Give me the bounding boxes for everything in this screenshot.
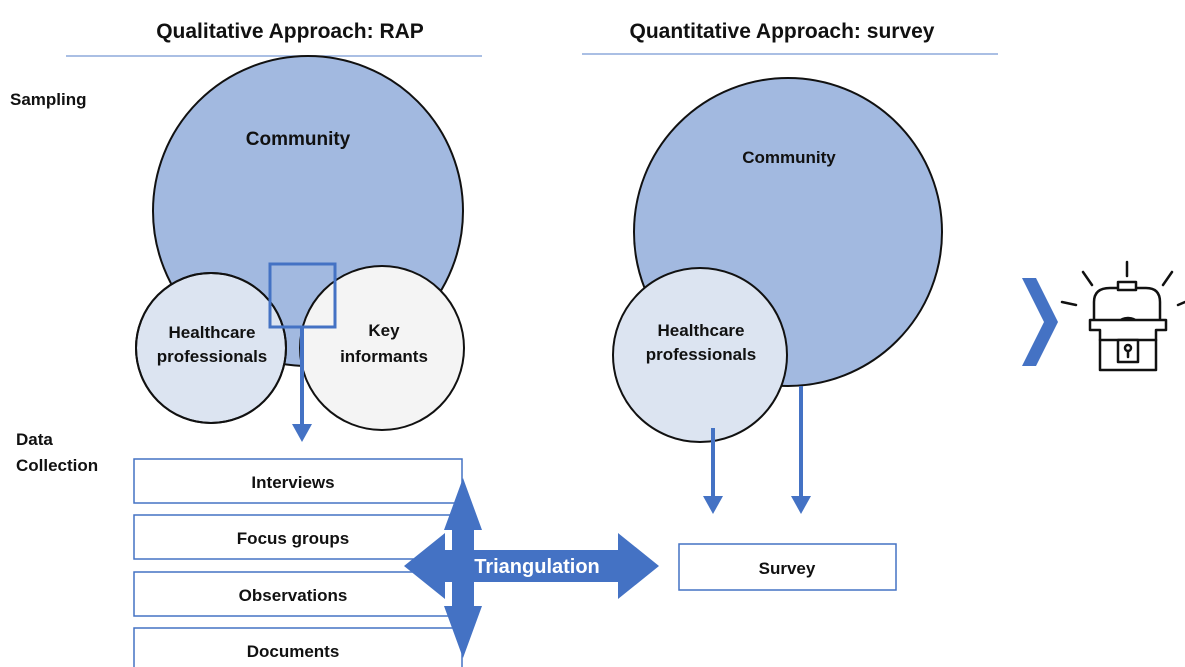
quantitative-community-label: Community bbox=[742, 148, 836, 167]
survey-label: Survey bbox=[759, 559, 816, 578]
triangulation-arrow bbox=[404, 478, 659, 658]
data-collection-label-line1: Data bbox=[16, 430, 53, 449]
chevron-right-icon bbox=[1022, 278, 1058, 366]
triangulation-label: Triangulation bbox=[474, 556, 600, 578]
triangulation-horizontal-arrow bbox=[404, 533, 659, 599]
treasure-chest-icon bbox=[1060, 260, 1185, 372]
key-informants-label-line1: Key bbox=[368, 321, 400, 340]
qualitative-header: Qualitative Approach: RAP bbox=[156, 20, 424, 43]
key-informants-label-line2: informants bbox=[340, 347, 428, 366]
method-observations-label: Observations bbox=[239, 586, 348, 605]
method-interviews-label: Interviews bbox=[251, 473, 334, 492]
survey-box bbox=[678, 543, 897, 591]
sampling-label: Sampling bbox=[10, 90, 87, 109]
method-focus-groups-label: Focus groups bbox=[237, 529, 349, 548]
method-box-documents bbox=[133, 627, 463, 667]
qualitative-healthcare-label-line2: professionals bbox=[157, 347, 268, 366]
quantitative-healthcare-label-line2: professionals bbox=[646, 345, 757, 364]
method-documents-label: Documents bbox=[247, 642, 340, 661]
quantitative-healthcare-label-line1: Healthcare bbox=[658, 321, 745, 340]
qualitative-down-arrow-head bbox=[292, 424, 312, 442]
qualitative-healthcare-label-line1: Healthcare bbox=[169, 323, 256, 342]
quantitative-healthcare-circle bbox=[612, 267, 788, 443]
quantitative-header: Quantitative Approach: survey bbox=[630, 20, 935, 43]
qualitative-community-label: Community bbox=[246, 129, 351, 150]
method-box-observations bbox=[133, 571, 463, 617]
qualitative-healthcare-outline bbox=[135, 272, 287, 424]
healthcare-to-survey-arrow-head bbox=[703, 496, 723, 514]
community-to-survey-arrow-head bbox=[791, 496, 811, 514]
method-box-focus-groups bbox=[133, 514, 463, 560]
data-collection-label-line2: Collection bbox=[16, 456, 98, 475]
